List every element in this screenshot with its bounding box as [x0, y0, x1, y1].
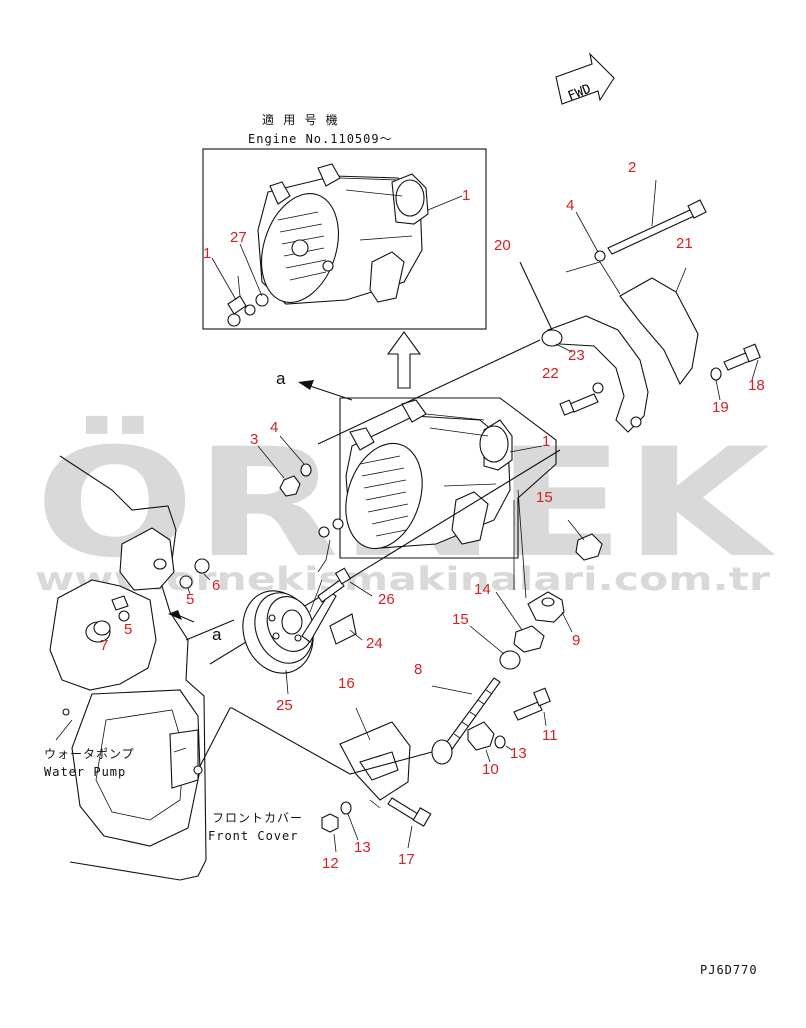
v-belt [301, 579, 363, 645]
callout-15-top: 15 [536, 489, 553, 506]
callout-22: 22 [542, 365, 559, 382]
bracket-16 [339, 707, 411, 809]
nut-washer-bottom [321, 801, 359, 853]
spacer-10 [467, 721, 513, 763]
callout-5-left: 5 [124, 621, 132, 638]
callout-1-inset-b: 1 [203, 245, 211, 262]
callout-27: 27 [230, 229, 247, 246]
callout-21: 21 [676, 235, 693, 252]
callout-9: 9 [572, 632, 580, 649]
bolt-17 [387, 797, 432, 849]
callout-8: 8 [414, 661, 422, 678]
callout-12: 12 [322, 855, 339, 872]
water-pump-label-jp: ウォータポンプ [44, 747, 135, 761]
callout-11: 11 [542, 727, 558, 744]
callout-13-left: 13 [354, 839, 371, 856]
nut-washer-left [257, 435, 312, 497]
bolt-11 [513, 687, 551, 727]
pulley [242, 590, 314, 674]
view-marker-a-top: a [276, 369, 286, 388]
engine-number: Engine No.110509〜 [248, 132, 393, 146]
front-cover-label-en: Front Cover [208, 829, 298, 843]
view-arrow-icon [386, 331, 422, 389]
fwd-arrow-icon: FWD [555, 52, 615, 105]
callout-23: 23 [568, 347, 585, 364]
front-cover-label-jp: フロントカバー [212, 811, 303, 825]
callout-18: 18 [748, 377, 765, 394]
small-bushings [93, 558, 211, 636]
bracket-assembly [519, 179, 761, 433]
callout-7: 7 [100, 637, 108, 654]
adjust-bracket [469, 489, 603, 670]
callout-16: 16 [338, 675, 355, 692]
callout-10: 10 [482, 761, 499, 778]
callout-6: 6 [212, 577, 220, 594]
callout-1-main: 1 [542, 433, 550, 450]
terminal-clips [317, 518, 344, 573]
callout-17: 17 [398, 851, 415, 868]
applicable-serial-jp: 適 用 号 機 [262, 112, 339, 127]
callout-5-right: 5 [186, 591, 194, 608]
bolt-26 [317, 567, 373, 603]
callout-19: 19 [712, 399, 729, 416]
callout-3: 3 [250, 431, 258, 448]
callout-4-top: 4 [566, 197, 574, 214]
detail-inset: 1 1 27 [202, 148, 487, 330]
callout-20: 20 [494, 237, 511, 254]
callout-24: 24 [366, 635, 383, 652]
callout-4-left: 4 [270, 419, 278, 436]
adjust-rod [431, 677, 501, 765]
main-alternator: 1 [339, 397, 557, 559]
callout-26: 26 [378, 591, 395, 608]
view-marker-a-bottom: a [212, 625, 222, 644]
drawing-code: PJ6D770 [700, 963, 758, 977]
front-cover [49, 455, 235, 881]
inset-terminal-parts [227, 275, 269, 327]
callout-15-bottom: 15 [452, 611, 469, 628]
callout-2: 2 [628, 159, 636, 176]
inset-alternator [257, 163, 429, 305]
callout-25: 25 [276, 697, 293, 714]
callout-1-inset: 1 [462, 187, 470, 204]
water-pump-label-en: Water Pump [44, 765, 126, 779]
callout-14: 14 [474, 581, 491, 598]
callout-13-right: 13 [510, 745, 527, 762]
